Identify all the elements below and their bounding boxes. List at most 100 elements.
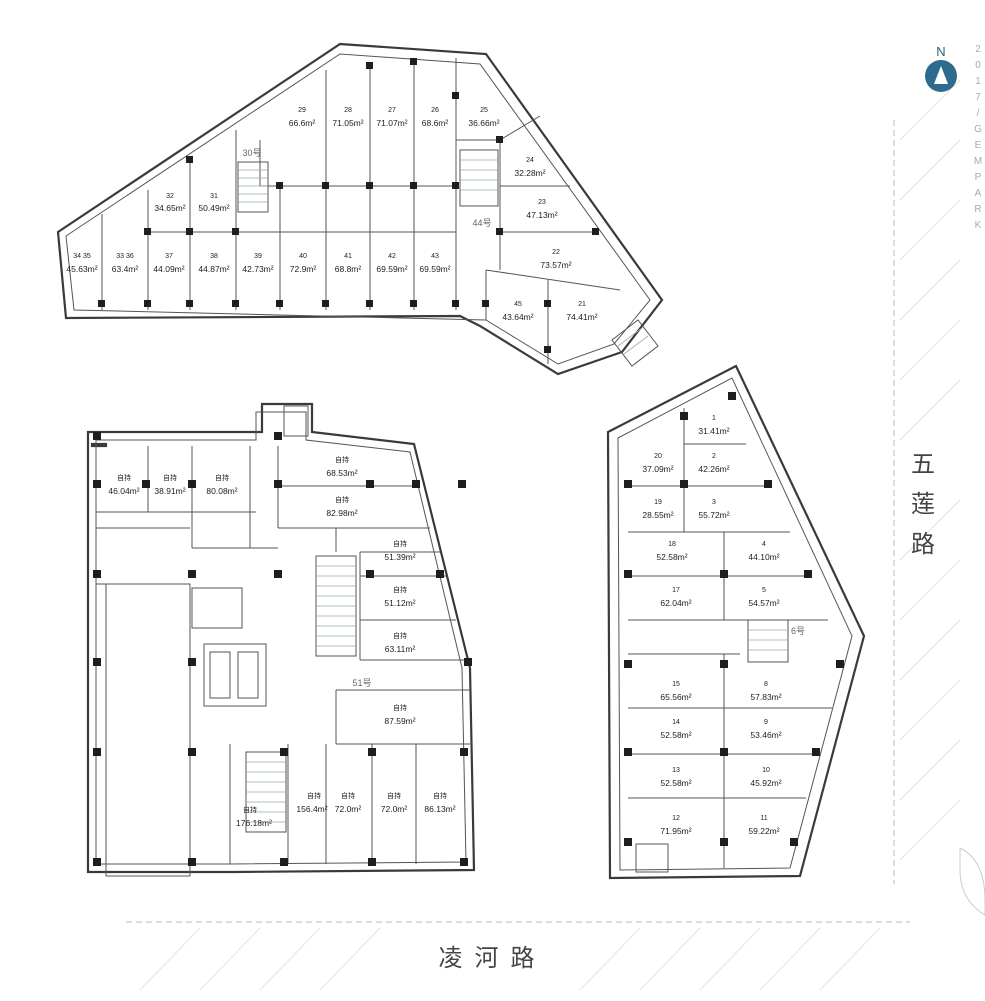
unit-2[interactable]: 242.26m² <box>698 453 729 474</box>
elevator-core <box>191 587 267 707</box>
unit-area: 63.4m² <box>112 264 139 274</box>
unit-area: 86.13m² <box>424 804 455 814</box>
unit-area: 80.08m² <box>206 486 237 496</box>
brand-letter: M <box>973 156 983 167</box>
unit-number: 自持 <box>215 473 229 482</box>
unit-8[interactable]: 857.83m² <box>750 681 781 702</box>
unit-area: 28.55m² <box>642 510 673 520</box>
unit-area: 31.41m² <box>698 426 729 436</box>
unit-number: 自持 <box>341 791 355 800</box>
unit-42[interactable]: 42 69.59m² <box>376 253 407 274</box>
brand-letter: K <box>974 220 982 231</box>
unit-self-6[interactable]: 自持 51.39m² <box>384 539 415 562</box>
unit-area: 176.18m² <box>236 818 272 828</box>
unit-number: 45 <box>514 301 522 308</box>
unit-area: 38.91m² <box>154 486 185 496</box>
unit-number: 42 <box>388 253 396 260</box>
unit-area: 69.59m² <box>376 264 407 274</box>
unit-area: 51.39m² <box>384 552 415 562</box>
unit-area: 68.53m² <box>326 468 357 478</box>
top-building <box>56 42 664 376</box>
unit-4[interactable]: 444.10m² <box>748 541 779 562</box>
unit-9[interactable]: 9 53.46m² <box>750 719 781 740</box>
unit-area: 69.59m² <box>419 264 450 274</box>
unit-area: 71.07m² <box>376 118 407 128</box>
unit-number: 17 <box>672 587 680 594</box>
unit-number: 自持 <box>393 539 407 548</box>
unit-number: 自持 <box>243 805 257 814</box>
left-building <box>86 402 476 877</box>
unit-area: 44.10m² <box>748 552 779 562</box>
unit-24[interactable]: 24 32.28m² <box>514 157 545 178</box>
unit-number: 自持 <box>335 455 349 464</box>
road-label-right: 五 莲 路 <box>908 444 938 564</box>
compass-arrow-icon <box>925 60 957 92</box>
unit-number: 12 <box>672 815 680 822</box>
unit-number: 26 <box>431 107 439 114</box>
unit-5[interactable]: 554.57m² <box>748 587 779 608</box>
unit-number: 自持 <box>393 703 407 712</box>
stair-51 <box>315 555 357 657</box>
brand-letter: / <box>976 108 980 119</box>
unit-1[interactable]: 131.41m² <box>698 415 729 436</box>
unit-area: 71.05m² <box>332 118 363 128</box>
unit-area: 32.28m² <box>514 168 545 178</box>
unit-area: 51.12m² <box>384 598 415 608</box>
unit-self-12[interactable]: 自持 72.0m² <box>335 791 362 814</box>
unit-number: 24 <box>526 157 534 164</box>
unit-area: 55.72m² <box>698 510 729 520</box>
unit-self-10[interactable]: 自持 176.18m² <box>236 805 272 828</box>
unit-number: 9 <box>764 719 768 726</box>
brand-letter: A <box>974 188 982 199</box>
unit-3[interactable]: 355.72m² <box>698 499 729 520</box>
unit-area: 72.0m² <box>335 804 362 814</box>
unit-self-4[interactable]: 自持 68.53m² <box>326 455 357 478</box>
unit-area: 53.46m² <box>750 730 781 740</box>
unit-number: 自持 <box>117 473 131 482</box>
unit-number: 25 <box>480 107 488 114</box>
unit-number: 自持 <box>307 791 321 800</box>
unit-self-3[interactable]: 自持 80.08m² <box>206 473 237 496</box>
unit-number: 15 <box>672 681 680 688</box>
stair-right-tower <box>611 319 659 367</box>
